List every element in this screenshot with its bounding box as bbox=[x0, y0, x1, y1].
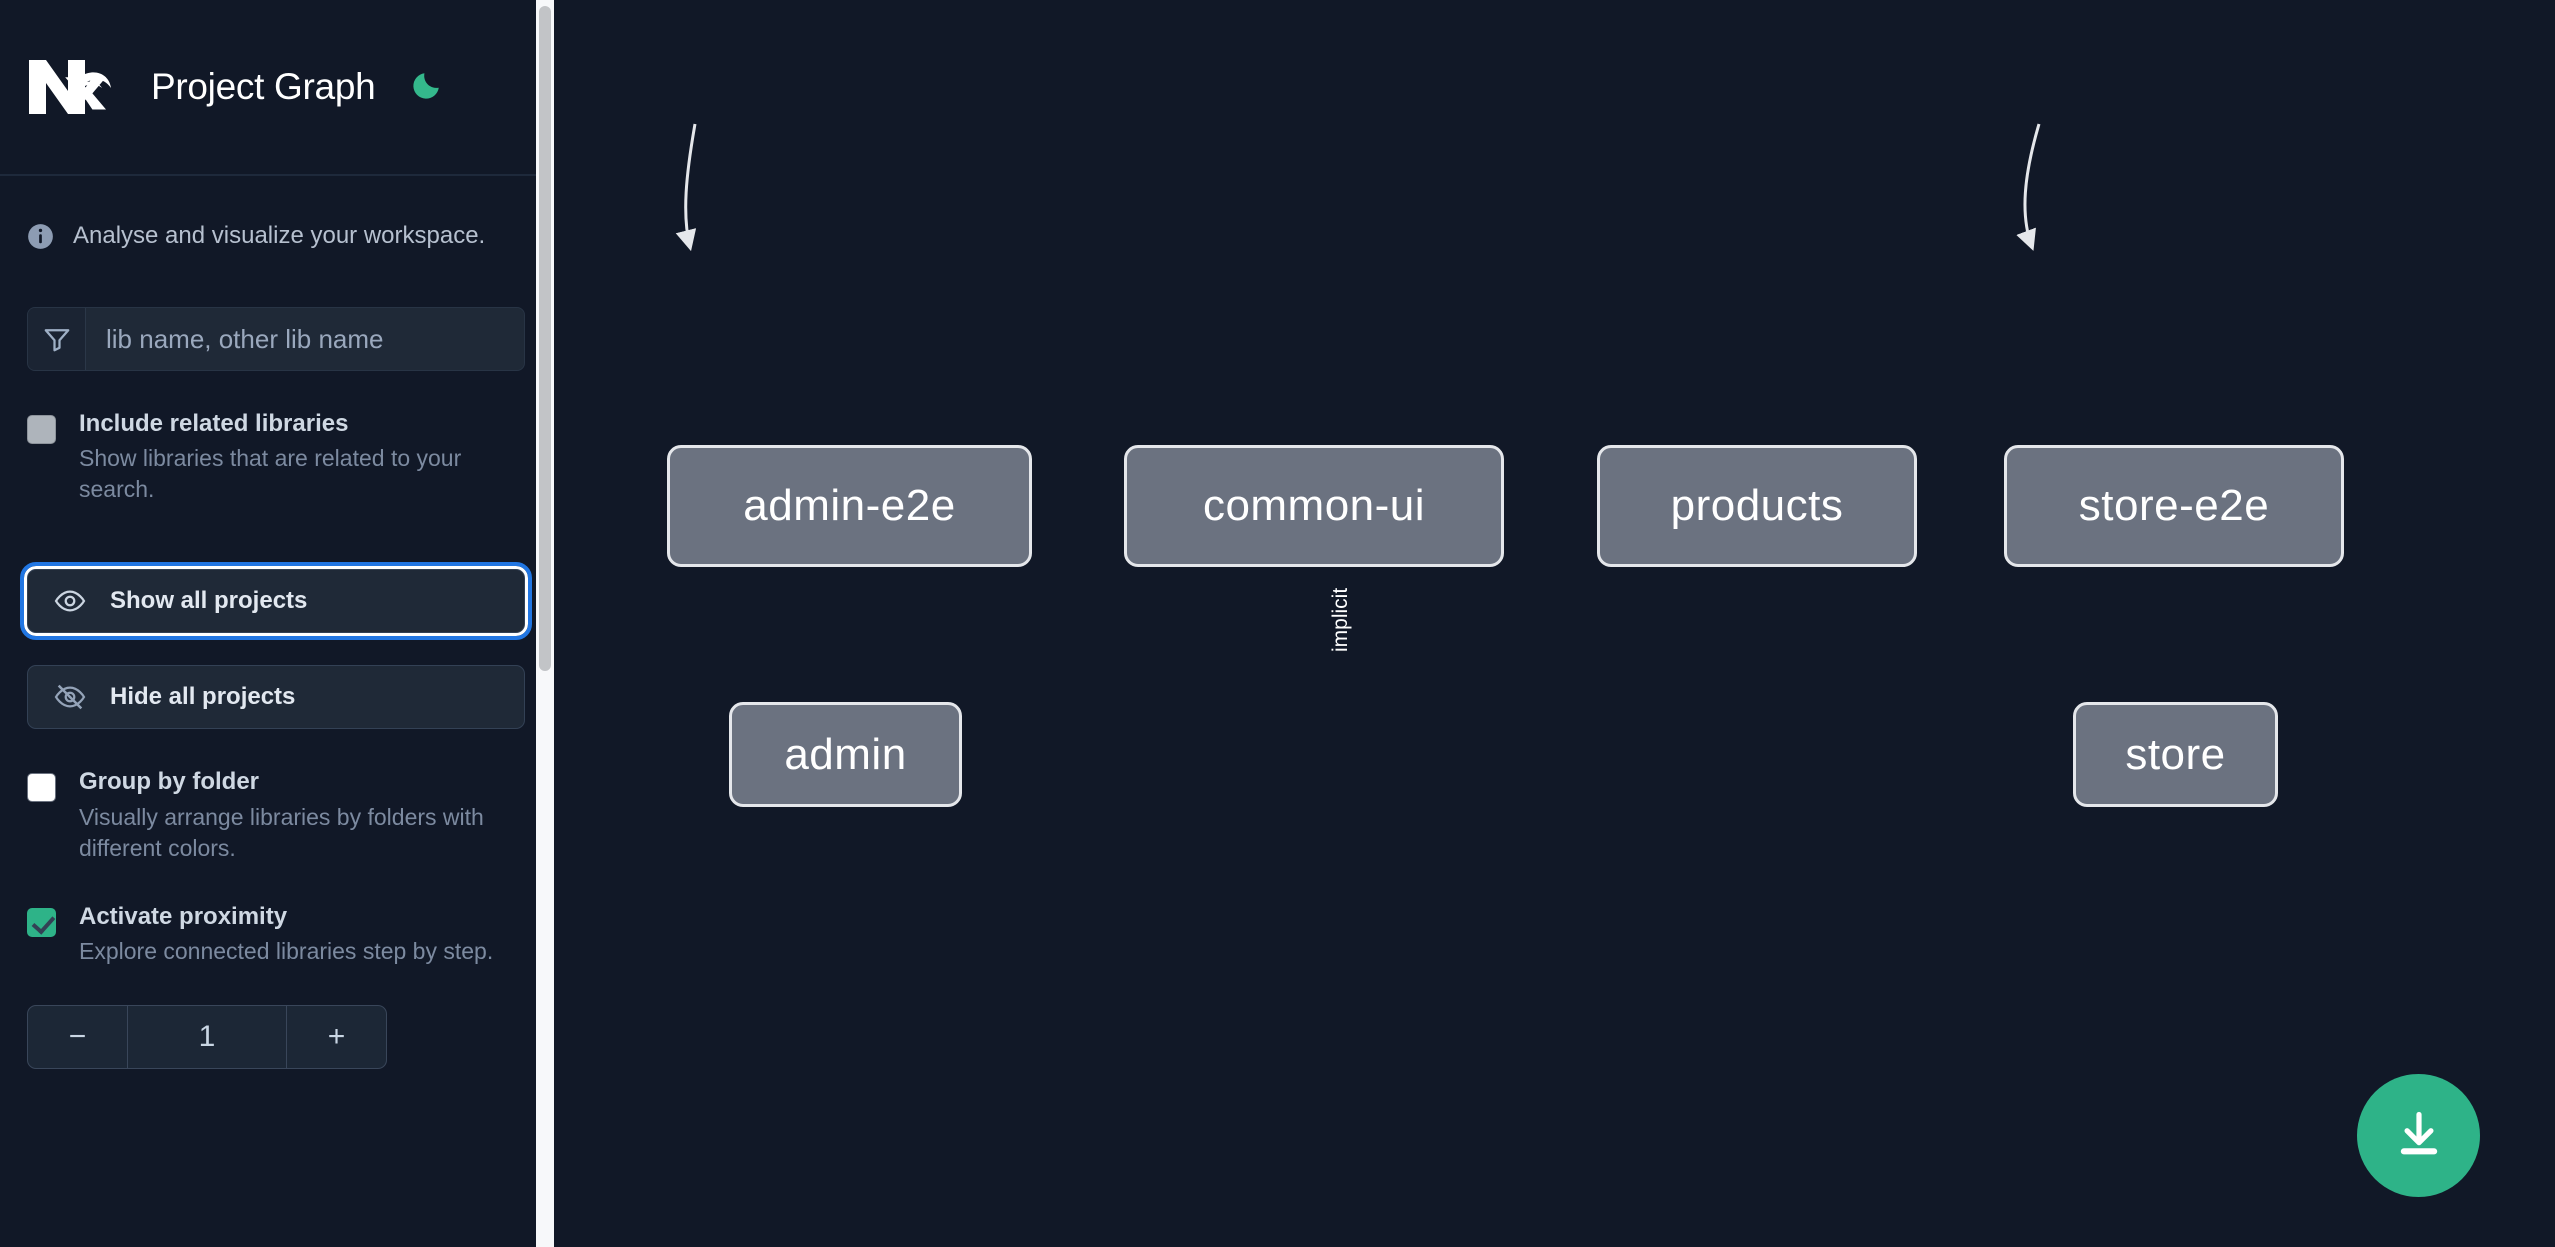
sidebar: Project Graph bbox=[0, 0, 554, 1247]
tagline-text: Analyse and visualize your workspace. bbox=[73, 222, 486, 249]
graph-node-label: admin-e2e bbox=[743, 481, 956, 530]
option-include-related-libraries[interactable]: Include related libraries Show libraries… bbox=[27, 410, 525, 505]
page-title: Project Graph bbox=[151, 66, 376, 107]
option-activate-proximity[interactable]: Activate proximity Explore connected lib… bbox=[27, 902, 525, 967]
option-description: Explore connected libraries step by step… bbox=[79, 938, 494, 965]
eye-icon bbox=[54, 585, 86, 617]
filter-funnel-icon bbox=[28, 308, 86, 370]
hide-all-projects-label: Hide all projects bbox=[110, 683, 296, 711]
info-icon bbox=[27, 223, 54, 250]
show-all-projects-button[interactable]: Show all projects bbox=[20, 562, 532, 641]
graph-node-products[interactable]: products bbox=[1597, 445, 1917, 567]
nx-logo-icon bbox=[27, 56, 113, 118]
search-input[interactable] bbox=[86, 308, 524, 370]
graph-node-label: common-ui bbox=[1202, 481, 1426, 530]
edge-store-e2e-to-store bbox=[2016, 123, 2041, 251]
option-group-by-folder[interactable]: Group by folder Visually arrange librari… bbox=[27, 769, 525, 863]
option-description: Visually arrange libraries by folders wi… bbox=[79, 803, 484, 861]
show-all-projects-label: Show all projects bbox=[110, 587, 308, 615]
option-title: Include related libraries bbox=[79, 410, 349, 437]
workspace-tagline: Analyse and visualize your workspace. bbox=[0, 176, 552, 250]
hide-all-projects-button[interactable]: Hide all projects bbox=[27, 665, 525, 730]
moon-icon bbox=[409, 69, 443, 106]
search-field-wrapper bbox=[27, 307, 525, 371]
edge-admin-e2e-to-admin bbox=[675, 123, 697, 252]
proximity-decrement-button[interactable]: − bbox=[28, 1006, 128, 1069]
graph-node-label: store bbox=[2125, 729, 2226, 779]
graph-edge-layer bbox=[675, 123, 2041, 252]
sidebar-scrollbar-thumb[interactable] bbox=[539, 6, 551, 671]
graph-canvas[interactable]: admin-e2e common-ui products store-e2e admin… bbox=[554, 0, 2555, 1247]
eye-off-icon bbox=[54, 681, 86, 713]
download-icon bbox=[2393, 1108, 2445, 1163]
checkbox-include-related-libraries[interactable] bbox=[27, 415, 56, 444]
option-title: Group by folder bbox=[79, 768, 259, 796]
download-graph-button[interactable] bbox=[2357, 1074, 2480, 1197]
graph-node-common-ui[interactable]: common-ui bbox=[1124, 445, 1504, 567]
sidebar-header: Project Graph bbox=[0, 0, 552, 176]
sidebar-controls: Include related libraries Show libraries… bbox=[0, 307, 552, 1070]
sidebar-scroll-area: Project Graph bbox=[0, 0, 552, 1247]
graph-node-store-e2e[interactable]: store-e2e bbox=[2004, 445, 2344, 567]
checkbox-group-by-folder[interactable] bbox=[27, 773, 56, 803]
sidebar-scrollbar[interactable] bbox=[536, 0, 554, 1247]
proximity-stepper: − 1 + bbox=[27, 1005, 387, 1070]
graph-node-admin-e2e[interactable]: admin-e2e bbox=[667, 445, 1032, 567]
option-description: Show libraries that are related to your … bbox=[79, 445, 462, 503]
graph-node-label: store-e2e bbox=[2078, 481, 2270, 530]
graph-node-store[interactable]: store bbox=[2073, 702, 2278, 807]
edge-label-implicit: implicit bbox=[1329, 587, 1352, 652]
option-title: Activate proximity bbox=[79, 902, 288, 930]
proximity-increment-button[interactable]: + bbox=[286, 1006, 386, 1069]
graph-node-admin[interactable]: admin bbox=[729, 702, 962, 807]
proximity-value: 1 bbox=[198, 1020, 216, 1054]
checkbox-activate-proximity[interactable] bbox=[27, 907, 56, 937]
graph-node-label: admin bbox=[784, 729, 907, 779]
graph-node-label: products bbox=[1670, 481, 1844, 530]
theme-toggle-button[interactable] bbox=[407, 68, 445, 106]
